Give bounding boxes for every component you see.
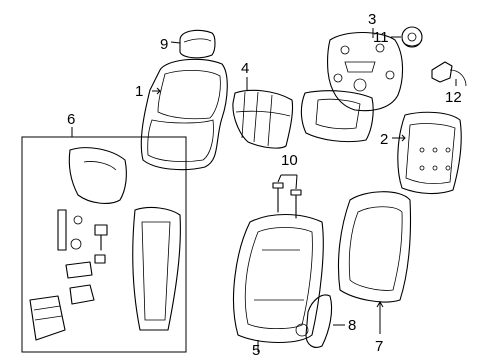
part-6-frame-assembly-kit <box>21 127 187 353</box>
callout-2: 2 <box>380 131 388 148</box>
callout-10: 10 <box>281 152 298 169</box>
part-2-rear-back-panel-pad <box>300 90 462 195</box>
part-5-seat-back-frame <box>233 214 324 352</box>
part-7-back-panel-shell <box>337 191 412 334</box>
part-1-seat-back-cover <box>140 58 228 171</box>
part-8-side-trim-panel <box>305 294 345 348</box>
callout-9: 9 <box>160 36 168 53</box>
callout-7: 7 <box>375 338 383 355</box>
part-9-headrest <box>170 29 216 59</box>
callout-3: 3 <box>368 11 376 28</box>
part-4-seat-back-pad <box>232 77 294 149</box>
callout-6: 6 <box>67 111 75 128</box>
callout-8: 8 <box>348 317 356 334</box>
callout-12: 12 <box>445 89 462 106</box>
callout-11: 11 <box>373 29 389 46</box>
callout-1: 1 <box>135 83 143 100</box>
part-10-headrest-guide-pins <box>272 174 302 219</box>
part-12-clip-bracket <box>431 61 467 87</box>
callout-5-visible: 5 <box>252 342 260 359</box>
callout-4: 4 <box>241 60 249 77</box>
part-11-guide-sleeve <box>391 26 423 48</box>
part-3-back-panel-trim <box>327 28 404 112</box>
